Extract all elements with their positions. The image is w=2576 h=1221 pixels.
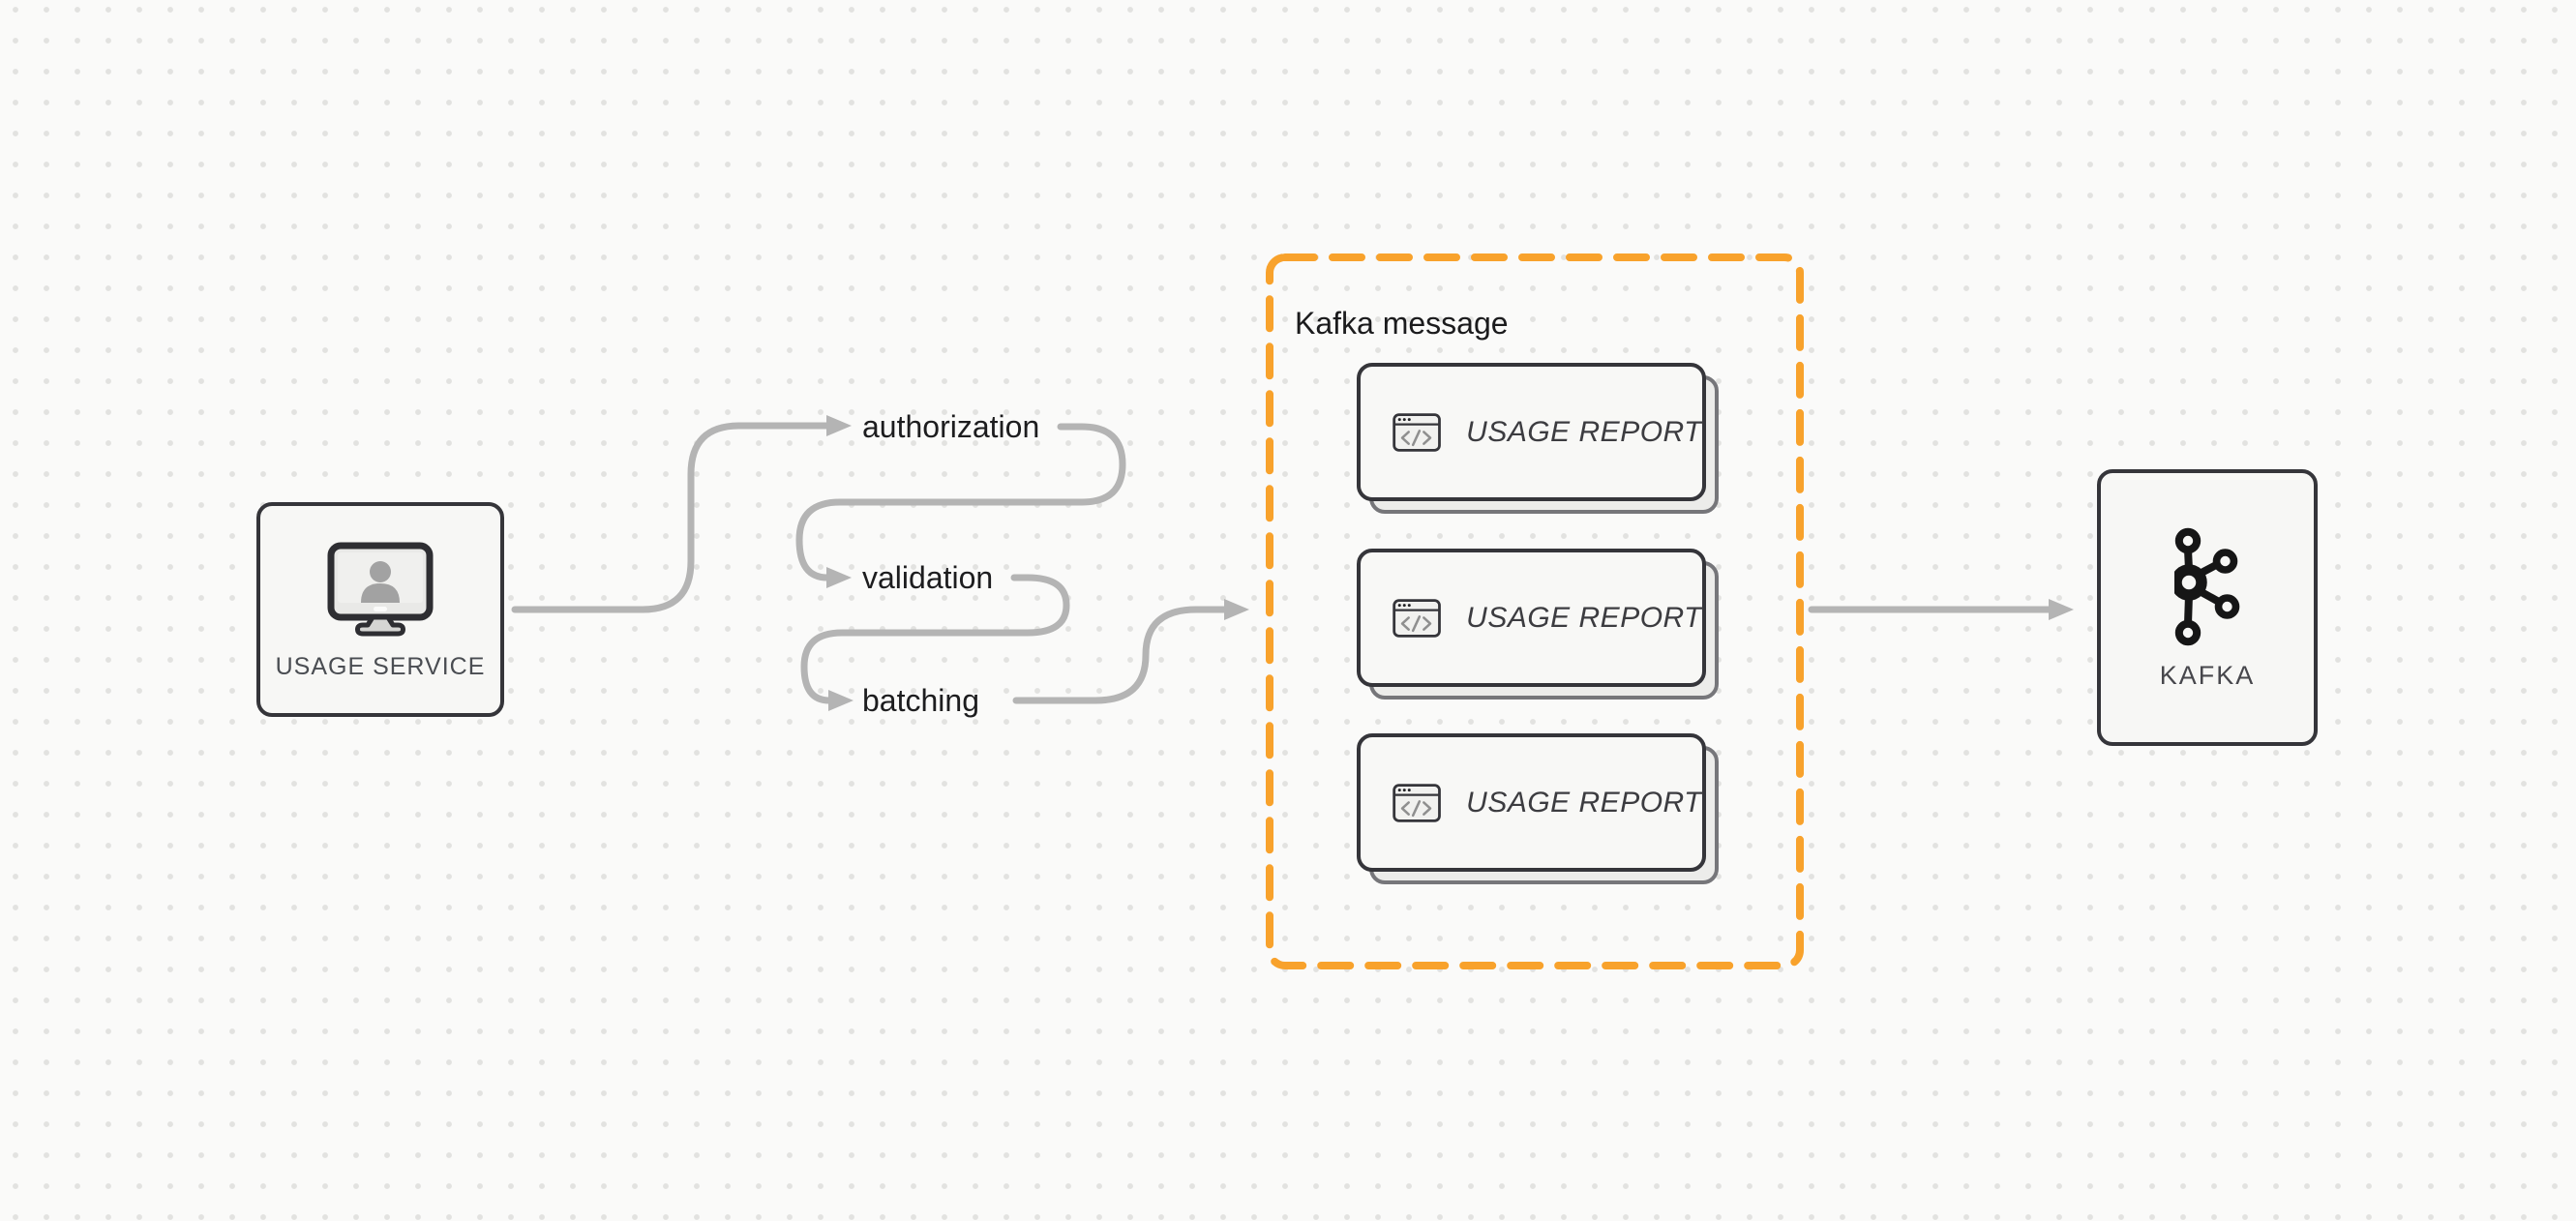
kafka-logo-icon [2174, 527, 2240, 645]
usage-report-label: USAGE REPORT [1466, 786, 1702, 819]
connector-batching-to-kafka-message [1012, 599, 1249, 704]
connector-validation-to-batching [800, 574, 1070, 711]
connector-authorization-to-validation [795, 423, 1126, 588]
card-face: USAGE REPORT [1357, 733, 1706, 872]
usage-report-label: USAGE REPORT [1466, 601, 1702, 634]
kafka-message-group-title: Kafka message [1295, 306, 1509, 341]
usage-report-card: USAGE REPORT [1357, 733, 1719, 884]
code-window-icon [1393, 783, 1441, 822]
usage-report-label: USAGE REPORT [1466, 415, 1702, 448]
card-face: USAGE REPORT [1357, 363, 1706, 501]
code-window-icon [1393, 412, 1441, 452]
usage-service-node: USAGE SERVICE [256, 502, 504, 717]
connector-usage-to-authorization [511, 415, 852, 613]
kafka-node: KAFKA [2097, 469, 2318, 746]
kafka-label: KAFKA [2159, 660, 2256, 690]
usage-report-card: USAGE REPORT [1357, 549, 1719, 700]
card-face: USAGE REPORT [1357, 549, 1706, 687]
usage-report-card: USAGE REPORT [1357, 363, 1719, 514]
usage-service-label: USAGE SERVICE [275, 652, 486, 680]
step-batching-label: batching [862, 683, 979, 718]
user-monitor-icon [327, 542, 434, 636]
code-window-icon [1393, 598, 1441, 638]
step-validation-label: validation [862, 560, 994, 595]
step-authorization-label: authorization [862, 409, 1040, 444]
